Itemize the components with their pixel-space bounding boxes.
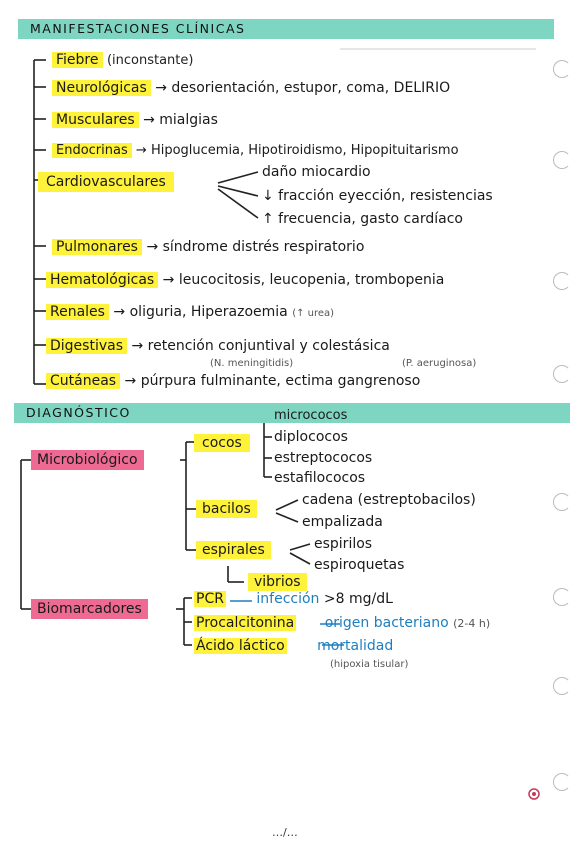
binder-ring-icon bbox=[553, 272, 571, 290]
cocos-item-4: estafilococos bbox=[274, 470, 366, 486]
cardio-item-3: ↑ frecuencia, gasto cardíaco bbox=[262, 211, 463, 227]
cardio-item-2: ↓ fracción eyección, resistencias bbox=[262, 188, 493, 204]
node-label: bacilos bbox=[196, 500, 257, 518]
note-aeruginosa: (P. aeruginosa) bbox=[402, 358, 477, 369]
bacilos-item-2: empalizada bbox=[302, 514, 383, 530]
biomarker-meaning: origen bacteriano bbox=[324, 615, 449, 631]
arrow: → bbox=[162, 272, 175, 288]
bacilos-node: bacilos bbox=[196, 500, 257, 518]
term-label: Musculares bbox=[52, 112, 139, 128]
arrow: → bbox=[113, 304, 126, 320]
term-detail: mialgias bbox=[159, 112, 218, 128]
biomarcadores-node: Biomarcadores bbox=[31, 599, 148, 619]
term-detail: leucocitosis, leucopenia, trombopenia bbox=[178, 272, 445, 288]
renal-note: (↑ urea) bbox=[292, 308, 335, 319]
biomarker-name: Ácido láctico bbox=[194, 638, 287, 654]
vibrios-node: vibrios bbox=[248, 573, 307, 591]
cocos-item-2: diplococos bbox=[274, 429, 348, 445]
row-endocrinas: Endocrinas → Hipoglucemia, Hipotiroidism… bbox=[52, 142, 459, 160]
row-fiebre: Fiebre (inconstante) bbox=[52, 51, 193, 70]
term-detail: (inconstante) bbox=[106, 53, 194, 68]
section-title: DIAGNÓSTICO bbox=[26, 405, 131, 420]
bacilos-item-1: cadena (estreptobacilos) bbox=[302, 492, 476, 508]
cocos-item-3: estreptococos bbox=[274, 450, 373, 466]
term-label: Renales bbox=[46, 304, 109, 320]
arrow: → bbox=[135, 143, 147, 158]
biomarker-name: Procalcitonina bbox=[194, 615, 297, 631]
binder-ring-icon bbox=[553, 151, 571, 169]
cocos-item-1: micrococos bbox=[274, 408, 348, 423]
page-continuation: …/… bbox=[272, 826, 298, 839]
arrow: → bbox=[155, 80, 167, 96]
arrow: → bbox=[124, 373, 137, 389]
lactico-note: (hipoxia tisular) bbox=[330, 659, 409, 670]
author-logo-icon bbox=[528, 788, 540, 800]
term-label: Neurológicas bbox=[52, 80, 151, 96]
arrow: → bbox=[143, 112, 155, 128]
term-label: Cutáneas bbox=[46, 373, 121, 389]
biomarker-value: >8 mg/dL bbox=[323, 591, 393, 607]
row-pulmonares: Pulmonares → síndrome distrés respirator… bbox=[52, 238, 364, 256]
term-detail: oliguria, Hiperazoemia bbox=[129, 304, 288, 320]
espirales-item-1: espirilos bbox=[314, 536, 373, 552]
cardio-item-1: daño miocardio bbox=[262, 164, 371, 180]
node-label: Biomarcadores bbox=[31, 599, 148, 619]
term-label: Fiebre bbox=[52, 52, 103, 68]
row-renales: Renales → oliguria, Hiperazoemia (↑ urea… bbox=[46, 303, 334, 323]
binder-ring-icon bbox=[553, 493, 571, 511]
biomarker-meaning: mortalidad bbox=[317, 638, 394, 654]
arrow: → bbox=[131, 338, 144, 354]
term-label: Endocrinas bbox=[52, 143, 132, 158]
cocos-node: cocos bbox=[194, 434, 250, 452]
arrow: → bbox=[146, 239, 159, 255]
term-detail: púrpura fulminante, ectima gangrenoso bbox=[140, 373, 421, 389]
node-label: vibrios bbox=[248, 573, 307, 591]
binder-ring-icon bbox=[553, 365, 571, 383]
biomarker-meaning: infección bbox=[256, 591, 320, 607]
term-label: Pulmonares bbox=[52, 239, 142, 255]
term-label: Hematológicas bbox=[46, 272, 159, 288]
row-neurologicas: Neurológicas → desorientación, estupor, … bbox=[52, 79, 450, 97]
espirales-item-2: espiroquetas bbox=[314, 557, 405, 573]
biomarker-value: (2-4 h) bbox=[453, 617, 491, 630]
row-hematologicas: Hematológicas → leucocitosis, leucopenia… bbox=[46, 271, 444, 289]
binder-ring-icon bbox=[553, 773, 571, 791]
row-cardiovasculares: Cardiovasculares bbox=[38, 172, 174, 192]
binder-ring-icon bbox=[553, 588, 571, 606]
lactico-row: Ácido láctico mortalidad bbox=[194, 637, 393, 655]
node-label: cocos bbox=[194, 434, 250, 452]
espirales-node: espirales bbox=[196, 541, 271, 559]
row-digestivas: Digestivas → retención conjuntival y col… bbox=[46, 337, 390, 355]
biomarker-name: PCR bbox=[194, 591, 226, 607]
term-detail: síndrome distrés respiratorio bbox=[162, 239, 365, 255]
row-musculares: Musculares → mialgias bbox=[52, 111, 218, 129]
section-title: MANIFESTACIONES CLÍNICAS bbox=[30, 21, 246, 36]
node-label: espirales bbox=[196, 541, 271, 559]
microbiologico-node: Microbiológico bbox=[31, 450, 144, 470]
procalcitonina-row: Procalcitonina origen bacteriano (2-4 h) bbox=[194, 614, 490, 633]
term-detail: retención conjuntival y colestásica bbox=[147, 338, 390, 354]
pcr-row: PCR infección >8 mg/dL bbox=[194, 590, 393, 608]
section-banner-diagnostico: DIAGNÓSTICO bbox=[14, 403, 570, 423]
row-cutaneas: Cutáneas → púrpura fulminante, ectima ga… bbox=[46, 372, 420, 390]
term-detail: Hipoglucemia, Hipotiroidismo, Hipopituit… bbox=[150, 143, 459, 158]
term-label: Cardiovasculares bbox=[38, 172, 174, 192]
note-meningitidis: (N. meningitidis) bbox=[210, 358, 294, 369]
section-banner-manifestaciones: MANIFESTACIONES CLÍNICAS bbox=[18, 19, 554, 39]
binder-ring-icon bbox=[553, 677, 571, 695]
node-label: Microbiológico bbox=[31, 450, 144, 470]
term-detail: desorientación, estupor, coma, DELIRIO bbox=[171, 80, 451, 96]
term-label: Digestivas bbox=[46, 338, 128, 354]
binder-ring-icon bbox=[553, 60, 571, 78]
